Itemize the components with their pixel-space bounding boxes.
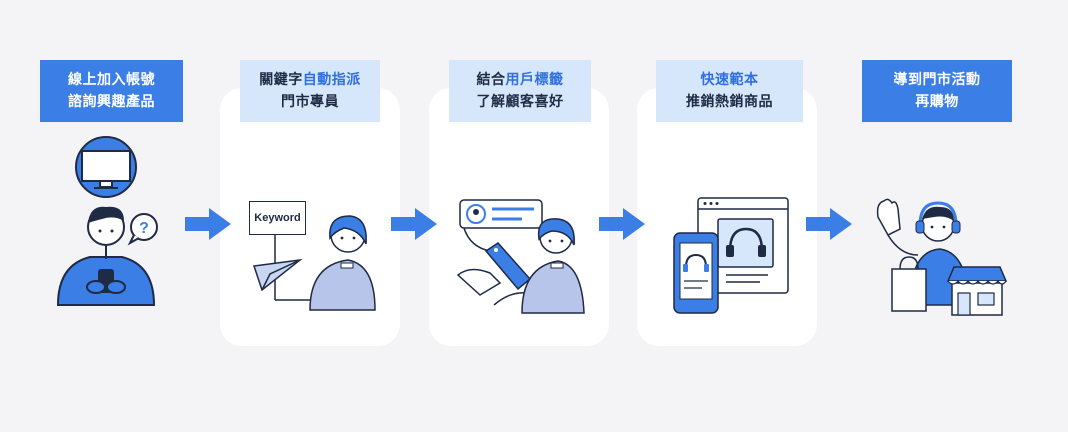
arrow-right-icon bbox=[185, 208, 231, 240]
step1-line2: 諮詢興趣產品 bbox=[68, 94, 155, 110]
waving-hand bbox=[876, 198, 901, 236]
step3-line1-highlight: 用戶標籤 bbox=[505, 72, 564, 88]
step2-illustration bbox=[253, 215, 376, 311]
step2-label: 關鍵字自動指派 門市專員 bbox=[240, 60, 380, 122]
keyword-text: Keyword bbox=[254, 212, 301, 224]
arrow-right-icon bbox=[599, 208, 645, 240]
staff-person bbox=[309, 215, 376, 311]
step2-line1-highlight: 自動指派 bbox=[302, 72, 361, 88]
step5-line1: 導到門市活動 bbox=[893, 72, 981, 88]
step4-line2: 推銷熱銷商品 bbox=[686, 94, 773, 110]
person-with-phone bbox=[56, 206, 156, 306]
step5-line2: 再購物 bbox=[915, 94, 959, 110]
question-bubble-icon: ? bbox=[127, 213, 158, 246]
step3-label: 結合用戶標籤 了解顧客喜好 bbox=[449, 60, 591, 122]
svg-text:?: ? bbox=[139, 220, 149, 237]
step2-line2: 門市專員 bbox=[281, 94, 339, 110]
profile-card-icon bbox=[459, 199, 543, 229]
arrow-right-icon bbox=[806, 208, 852, 240]
step2-line1-pre: 關鍵字 bbox=[259, 72, 303, 88]
monitor-icon bbox=[75, 136, 137, 198]
shop-awning-icon bbox=[946, 266, 1008, 316]
step2-line1: 關鍵字自動指派 bbox=[259, 69, 361, 91]
step3-illustration bbox=[456, 199, 585, 314]
paper-plane-icon bbox=[253, 258, 303, 292]
headphones-icon bbox=[915, 201, 961, 234]
shopping-bag-icon bbox=[891, 256, 927, 312]
step3-line2: 了解顧客喜好 bbox=[476, 94, 564, 110]
keyword-sign-icon: Keyword bbox=[249, 201, 306, 235]
headphones-icon bbox=[726, 227, 766, 257]
phone-device bbox=[673, 232, 719, 314]
step3-line1-pre: 結合 bbox=[476, 72, 506, 88]
step4-label: 快速範本 推銷熱銷商品 bbox=[656, 60, 803, 122]
arrow-right-icon bbox=[391, 208, 437, 240]
step3-line1: 結合用戶標籤 bbox=[477, 69, 564, 91]
step5-illustration bbox=[876, 198, 1008, 316]
step1-illustration: ? bbox=[56, 136, 158, 306]
step5-label: 導到門市活動 再購物 bbox=[862, 60, 1012, 122]
step4-line1: 快速範本 bbox=[700, 72, 759, 88]
step1-line1: 線上加入帳號 bbox=[68, 72, 155, 88]
browser-window bbox=[697, 197, 789, 294]
staff-person bbox=[521, 218, 585, 314]
step4-illustration bbox=[673, 197, 789, 314]
step1-label: 線上加入帳號 諮詢興趣產品 bbox=[40, 60, 183, 122]
